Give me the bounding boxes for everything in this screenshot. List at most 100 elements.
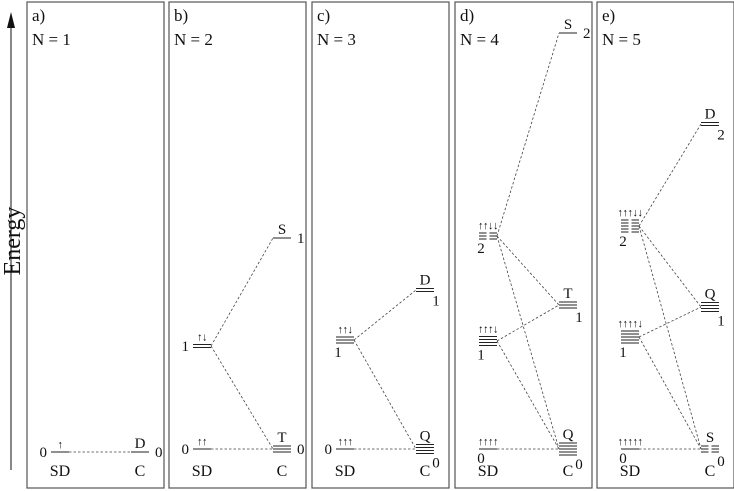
panel-frame xyxy=(596,1,734,489)
energy-level-sd-sd1: ↑↑↑↑↓ 1 xyxy=(618,318,644,361)
column-label-sd: SD xyxy=(478,463,498,480)
panel-frame xyxy=(26,1,165,489)
panel-label: e) xyxy=(602,6,615,25)
column-label-sd: SD xyxy=(620,463,640,480)
column-label-c: C xyxy=(277,463,288,480)
energy-level-c-c1: Q1 xyxy=(701,287,725,330)
spin-configuration: ↑↑↑↓ xyxy=(478,324,498,336)
level-index: 0 xyxy=(155,445,163,461)
level-index: 2 xyxy=(619,234,627,250)
energy-axis-label: Energy xyxy=(0,207,26,276)
energy-level-sd-sd2: ↑↑↑↓↓ 2 xyxy=(618,207,644,250)
level-index: 1 xyxy=(432,294,440,310)
level-index: 0 xyxy=(619,451,627,467)
level-index: 0 xyxy=(182,442,190,458)
state-label: S xyxy=(706,430,714,446)
state-label: S xyxy=(564,17,572,33)
level-index: 2 xyxy=(477,241,485,257)
level-index: 2 xyxy=(583,26,591,42)
level-index: 1 xyxy=(334,345,342,361)
level-connection-sd1-c0 xyxy=(496,340,560,450)
level-index: 1 xyxy=(619,345,627,361)
energy-level-sd-sd0: ↑↑↑↑ 0 xyxy=(477,436,498,467)
column-label-c: C xyxy=(420,463,431,480)
level-index: 0 xyxy=(297,442,305,458)
energy-level-sd-sd1: ↑↑↓ 1 xyxy=(334,324,354,361)
column-label-c: C xyxy=(563,463,574,480)
level-index: 0 xyxy=(575,457,583,473)
state-label: Q xyxy=(705,287,716,303)
state-label: D xyxy=(135,436,146,452)
spin-configuration: ↑↑↑↑↑ xyxy=(618,436,643,448)
column-label-c: C xyxy=(705,463,716,480)
energy-level-sd-sd2: ↑↑↓↓ 2 xyxy=(477,220,498,257)
spin-configuration: ↑↑↑↓↓ xyxy=(618,207,643,219)
spin-configuration: ↑↑ xyxy=(197,436,207,448)
energy-level-sd-sd0: ↑↑↑ 0 xyxy=(325,436,354,458)
state-label: Q xyxy=(563,427,574,443)
panel-label: b) xyxy=(174,6,188,25)
state-label: Q xyxy=(420,429,431,445)
energy-level-sd-sd0: ↑↑ 0 xyxy=(182,436,211,458)
energy-level-c-c0: S0 xyxy=(701,430,725,470)
energy-level-sd-sd1: ↑↑↑↓ 1 xyxy=(477,324,498,364)
energy-level-c-c0: Q0 xyxy=(559,427,583,473)
level-connection-sd1-c1 xyxy=(638,306,702,338)
level-index: 0 xyxy=(477,451,485,467)
spin-configuration: ↑↑↑↑↓ xyxy=(618,318,643,330)
energy-level-c-c0: Q0 xyxy=(416,429,440,472)
spin-configuration: ↑ xyxy=(58,439,63,451)
energy-level-sd-sd0: ↑↑↑↑↑ 0 xyxy=(618,436,644,467)
state-label: D xyxy=(420,273,431,289)
spin-configuration: ↑↑↑ xyxy=(338,436,353,448)
spin-configuration: ↑↑↑↑ xyxy=(478,436,498,448)
panel-frame xyxy=(454,1,593,489)
level-connection-sd1-c1 xyxy=(210,237,274,347)
energy-level-c-c0: T0 xyxy=(273,430,305,458)
energy-level-c-c2: S2 xyxy=(559,17,591,42)
level-index: 0 xyxy=(325,442,333,458)
level-connection-sd1-c1 xyxy=(496,304,560,342)
level-index: 1 xyxy=(717,314,725,330)
spin-configuration: ↑↑↓↓ xyxy=(478,220,498,232)
level-index: 0 xyxy=(432,456,440,472)
level-connection-sd1-c0 xyxy=(210,345,274,450)
level-index: 0 xyxy=(40,445,48,461)
state-label: S xyxy=(278,222,286,238)
energy-axis-arrowhead-icon xyxy=(7,12,15,28)
energy-level-sd-sd0: ↑0 xyxy=(40,439,69,461)
energy-level-c-c1: T1 xyxy=(559,286,583,326)
level-connection-sd2-c0 xyxy=(638,225,702,450)
level-index: 1 xyxy=(477,348,485,364)
panel-frame xyxy=(311,1,450,489)
level-connection-sd2-c2 xyxy=(638,123,702,227)
panel-title: N = 1 xyxy=(32,30,71,49)
energy-level-c-c0: D0 xyxy=(131,436,163,461)
energy-level-c-c1: D1 xyxy=(416,273,440,310)
level-index: 0 xyxy=(717,454,725,470)
column-label-sd: SD xyxy=(192,463,212,480)
level-connection-sd2-c1 xyxy=(496,235,560,306)
energy-level-c-c1: S1 xyxy=(273,222,305,247)
state-label: D xyxy=(705,107,716,123)
column-label-sd: SD xyxy=(335,463,355,480)
state-label: T xyxy=(563,286,572,302)
level-index: 1 xyxy=(297,231,305,247)
level-connection-sd2-c0 xyxy=(496,235,560,450)
panel-title: N = 4 xyxy=(460,30,499,49)
level-connection-sd2-c1 xyxy=(638,225,702,308)
panel-label: c) xyxy=(317,6,330,25)
level-connection-sd1-c1 xyxy=(353,289,417,341)
energy-level-sd-sd1: ↑↓1 xyxy=(182,332,211,355)
level-index: 1 xyxy=(182,339,190,355)
spin-configuration: ↑↑↓ xyxy=(338,324,353,336)
panel-label: a) xyxy=(32,6,45,25)
column-label-sd: SD xyxy=(50,463,70,480)
panel-label: d) xyxy=(460,6,474,25)
